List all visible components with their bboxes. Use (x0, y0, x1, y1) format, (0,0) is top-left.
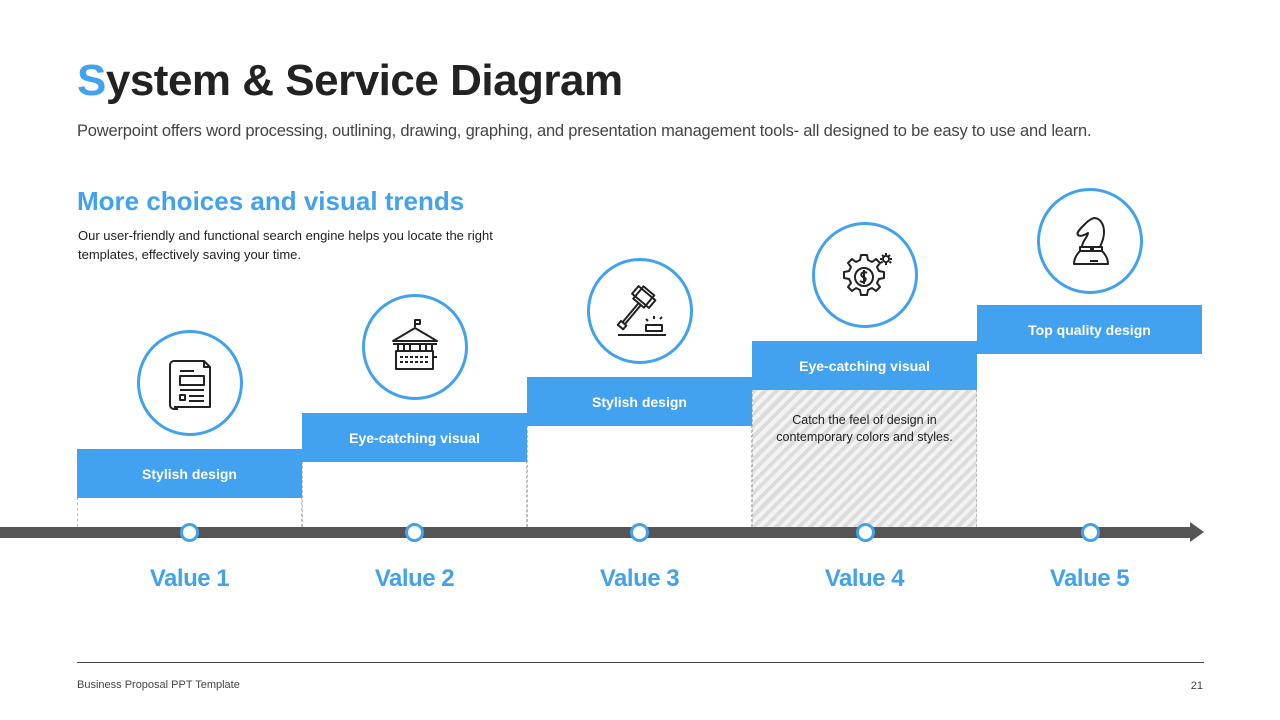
timeline-marker-3 (630, 523, 649, 542)
step-column-1 (77, 497, 302, 527)
gear-dollar-icon (843, 253, 892, 296)
gavel-icon (616, 285, 666, 336)
step-icon-circle-1 (137, 330, 243, 436)
title-accent-letter: S (77, 56, 106, 105)
timeline-axis (0, 527, 1192, 538)
title-text: ystem & Service Diagram (105, 56, 623, 105)
section-heading: More choices and visual trends (77, 186, 465, 216)
newspaper-icon (169, 360, 211, 410)
step-label-4: Eye-catching visual (752, 341, 977, 390)
step-column-3 (527, 425, 752, 527)
chess-knight-icon (1073, 217, 1109, 265)
timeline-marker-1 (180, 523, 199, 542)
step-description-4: Catch the feel of design in contemporary… (776, 413, 953, 444)
footer-text: Business Proposal PPT Template (77, 679, 240, 691)
step-label-1: Stylish design (77, 449, 302, 498)
step-column-5 (977, 353, 1202, 527)
step-label-2: Eye-catching visual (302, 413, 527, 462)
page-subtitle: Powerpoint offers word processing, outli… (77, 122, 1092, 140)
page-title: System & Service Diagram (77, 56, 623, 106)
step-icon-circle-2 (362, 294, 468, 400)
value-label-5: Value 5 (1049, 565, 1130, 592)
value-label-1: Value 1 (149, 565, 230, 592)
timeline-marker-5 (1081, 523, 1100, 542)
timeline-arrow-head (1190, 522, 1204, 542)
step-column-2 (302, 461, 527, 527)
footer-divider (77, 662, 1204, 663)
timeline-marker-2 (405, 523, 424, 542)
museum-keyboard-icon (392, 319, 438, 370)
step-column-4 (752, 389, 977, 527)
timeline-marker-4 (856, 523, 875, 542)
section-body: Our user-friendly and functional search … (78, 228, 493, 262)
step-label-3: Stylish design (527, 377, 752, 426)
value-label-3: Value 3 (599, 565, 680, 592)
step-icon-circle-4 (812, 222, 918, 328)
step-label-5: Top quality design (977, 305, 1202, 354)
step-icon-circle-5 (1037, 188, 1143, 294)
step-icon-circle-3 (587, 258, 693, 364)
page-number: 21 (1190, 680, 1203, 692)
value-label-4: Value 4 (824, 565, 905, 592)
value-label-2: Value 2 (374, 565, 455, 592)
